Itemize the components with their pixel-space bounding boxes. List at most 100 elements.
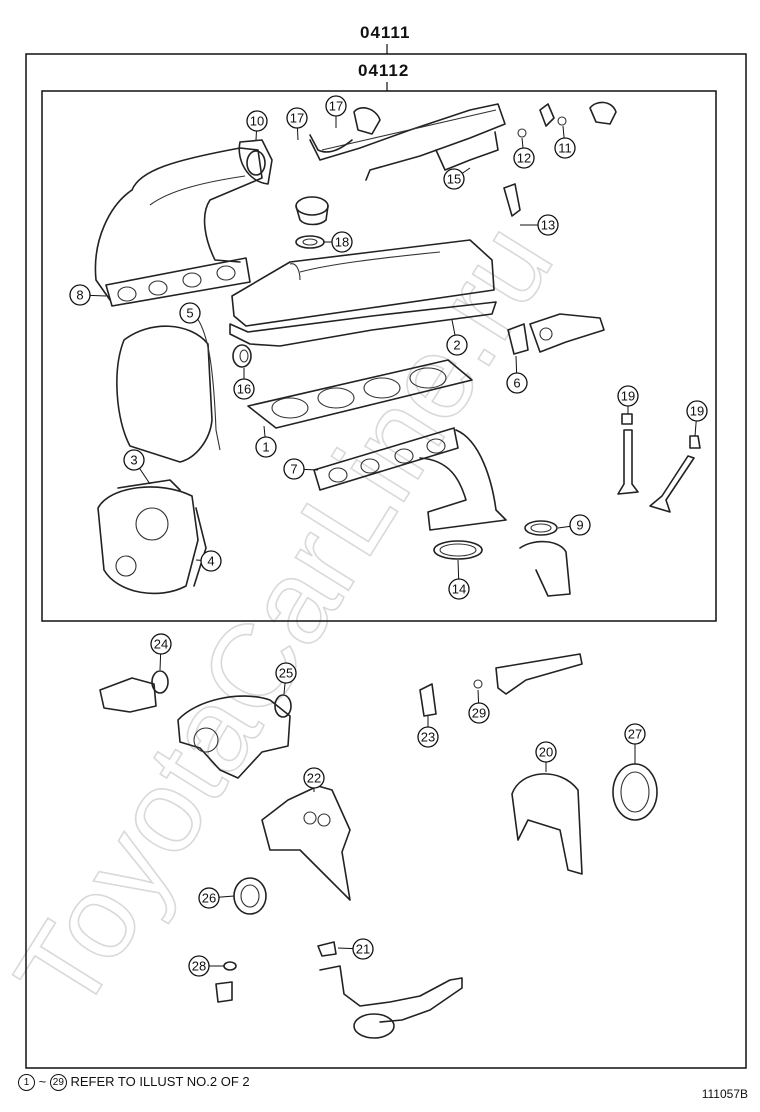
- callout-22: 22: [303, 767, 325, 792]
- callout-26: 26: [198, 887, 235, 909]
- callout-14: 14: [448, 559, 470, 600]
- callout-21: 21: [337, 938, 374, 960]
- head-gasket-drawing: [247, 359, 473, 429]
- callout-11: 11: [554, 125, 576, 159]
- callout-12: 12: [513, 137, 535, 169]
- callout-bubble: [446, 334, 468, 356]
- drain-plug-drawing: [215, 961, 237, 1003]
- callout-bubble: [506, 372, 528, 394]
- callout-27: 27: [624, 723, 646, 764]
- inner-kit-code: 04112: [358, 61, 409, 80]
- oil-seal-26-drawing: [233, 877, 267, 915]
- callout-9: 9: [557, 514, 591, 536]
- callout-2: 2: [446, 319, 468, 356]
- callout-bubble: [352, 938, 374, 960]
- outer-kit-code: 04111: [360, 23, 410, 42]
- callout-28: 28: [188, 955, 224, 977]
- inner-kit-frame: [41, 90, 717, 622]
- callout-bubble: [448, 578, 470, 600]
- footnote: 1 ~ 29 REFER TO ILLUST NO.2 OF 2: [18, 1074, 250, 1092]
- callout-number: 17: [290, 111, 304, 126]
- intake-gasket-drawing: [105, 257, 251, 307]
- oil-filler-cap-drawing: [295, 196, 329, 249]
- callout-13: 13: [520, 214, 559, 236]
- callout-bubble: [417, 726, 439, 748]
- callout-6: 6: [506, 355, 528, 394]
- intake-manifold-drawing: [94, 139, 273, 301]
- footnote-text: REFER TO ILLUST NO.2 OF 2: [70, 1074, 250, 1089]
- callout-bubble: [246, 110, 268, 132]
- callout-bubble: [513, 147, 535, 169]
- callout-bubble: [233, 378, 255, 400]
- callout-bubble: [617, 385, 639, 407]
- callout-bubble: [325, 95, 347, 117]
- callout-number: 6: [513, 376, 520, 391]
- callout-number: 10: [250, 114, 264, 129]
- head-cover-drawing: [229, 239, 497, 347]
- callout-number: 8: [76, 288, 83, 303]
- callout-bubble: [188, 955, 210, 977]
- callout-24: 24: [150, 633, 172, 671]
- callout-23: 23: [417, 716, 439, 748]
- callout-number: 24: [154, 637, 168, 652]
- callout-1: 1: [255, 425, 277, 458]
- callout-bubble: [686, 400, 708, 422]
- callout-19: 19: [617, 385, 639, 414]
- callout-number: 4: [207, 554, 214, 569]
- callout-bubble: [443, 168, 465, 190]
- callout-29: 29: [468, 689, 490, 724]
- callout-18: 18: [324, 231, 353, 253]
- oil-pipe-drawing: [473, 653, 583, 695]
- callout-10: 10: [246, 110, 268, 141]
- callout-bubble: [624, 723, 646, 745]
- range-start-marker: 1: [18, 1074, 35, 1092]
- callout-number: 13: [541, 218, 555, 233]
- callout-number: 27: [628, 727, 642, 742]
- callout-25: 25: [275, 662, 297, 695]
- callout-number: 28: [192, 959, 206, 974]
- callout-layer: 1234567891011121314151617171819192021222…: [69, 95, 708, 977]
- valves-drawing: [617, 413, 701, 513]
- callout-bubble: [554, 137, 576, 159]
- water-pump-drawing: [177, 694, 292, 779]
- callout-15: 15: [443, 167, 471, 190]
- callout-number: 20: [539, 745, 553, 760]
- callout-bubble: [198, 887, 220, 909]
- callout-bubble: [468, 702, 490, 724]
- callout-number: 18: [335, 235, 349, 250]
- seal-16-drawing: [232, 344, 252, 368]
- callout-bubble: [255, 436, 277, 458]
- range-end-marker: 29: [49, 1074, 67, 1092]
- callout-number: 15: [447, 172, 461, 187]
- callout-bubble: [569, 514, 591, 536]
- callout-number: 19: [690, 404, 704, 419]
- range-separator: ~: [38, 1074, 47, 1089]
- callout-number: 23: [421, 730, 435, 745]
- callout-bubble: [179, 302, 201, 324]
- timing-plate-drawing: [261, 785, 351, 901]
- callout-number: 25: [279, 666, 293, 681]
- callout-number: 2: [453, 338, 460, 353]
- callout-number: 26: [202, 891, 216, 906]
- callout-number: 16: [237, 382, 251, 397]
- fuel-rail-drawing: [309, 101, 617, 217]
- callout-8: 8: [69, 284, 107, 306]
- callout-number: 11: [558, 141, 572, 156]
- callout-number: 7: [290, 462, 297, 477]
- callout-number: 21: [356, 942, 370, 957]
- egr-drawing: [507, 313, 605, 355]
- callout-17: 17: [286, 107, 308, 141]
- callout-4: 4: [195, 550, 222, 572]
- callout-number: 22: [307, 771, 321, 786]
- callout-19: 19: [686, 400, 708, 437]
- callout-bubble: [150, 633, 172, 655]
- callout-number: 1: [262, 440, 269, 455]
- outer-kit-frame: [25, 53, 747, 1069]
- callout-bubble: [69, 284, 91, 306]
- callout-7: 7: [283, 458, 319, 480]
- callout-16: 16: [233, 368, 255, 400]
- callout-number: 29: [472, 706, 486, 721]
- oil-strainer-drawing: [317, 941, 463, 1039]
- callout-3: 3: [123, 449, 151, 485]
